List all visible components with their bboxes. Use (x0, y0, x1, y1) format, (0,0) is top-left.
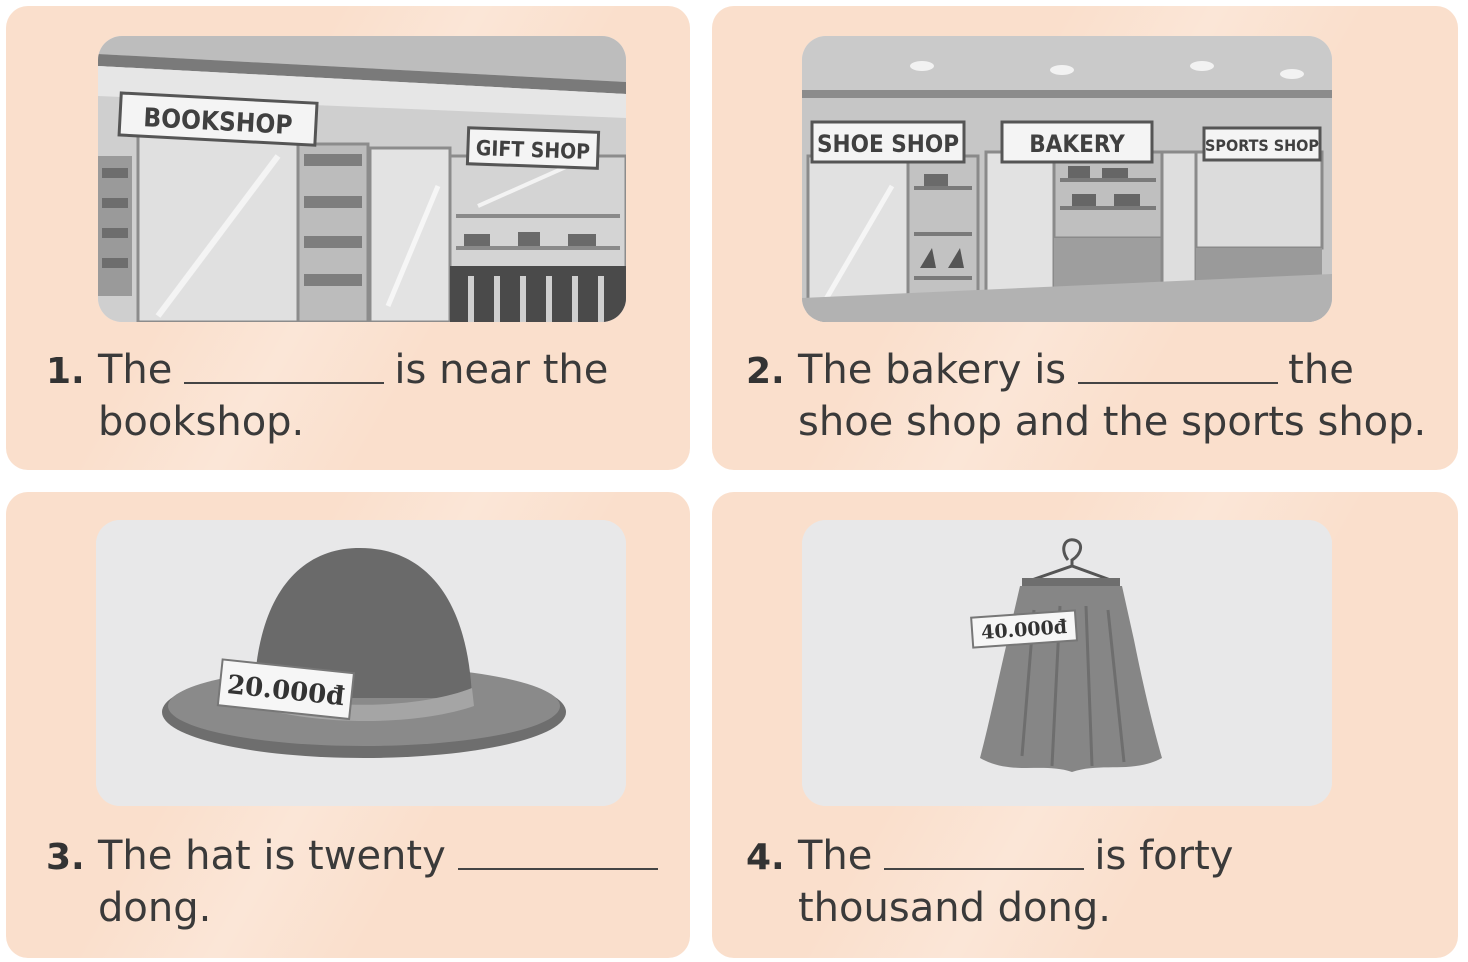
answer-blank[interactable] (884, 866, 1085, 870)
hat-image: 20.000đ (96, 520, 626, 806)
exercise-number: 4. (746, 837, 785, 878)
exercise-sentence-4: 4. The is forty thousand dong. (746, 830, 1233, 934)
answer-blank[interactable] (457, 866, 658, 870)
mall-storefront-image-2: SHOE SHOP BAKERY SPORTS SHOP (802, 36, 1332, 322)
sentence-end: dong. (98, 885, 212, 931)
exercise-number: 1. (46, 351, 85, 392)
sentence-end: thousand dong. (798, 885, 1111, 931)
exercise-number: 3. (46, 837, 85, 878)
exercise-sentence-1: 1. The is near the bookshop. (46, 344, 608, 448)
exercise-card-1: BOOKSHOP GIFT SHOP 1. The is near the book… (6, 6, 690, 470)
skirt-image: 40.000đ (802, 520, 1332, 806)
answer-blank[interactable] (1078, 380, 1279, 384)
sentence-middle: is forty (1094, 833, 1234, 879)
exercise-card-3: 20.000đ 3. The hat is twenty dong. (6, 492, 690, 958)
gift-shop-sign: GIFT SHOP (475, 136, 590, 164)
answer-blank[interactable] (184, 380, 385, 384)
sentence-start: The (798, 833, 873, 879)
exercise-card-4: 40.000đ 4. The is forty thousand dong. (712, 492, 1458, 958)
shoe-shop-sign: SHOE SHOP (817, 130, 959, 158)
exercise-sentence-2: 2. The bakery is the shoe shop and the spo… (746, 344, 1426, 448)
bakery-sign: BAKERY (1029, 130, 1125, 158)
sentence-start: The bakery is (798, 347, 1067, 393)
exercise-number: 2. (746, 351, 785, 392)
sports-shop-sign: SPORTS SHOP (1205, 136, 1319, 155)
sentence-end: shoe shop and the sports shop. (798, 399, 1427, 445)
exercise-sentence-3: 3. The hat is twenty dong. (46, 830, 668, 934)
exercise-card-2: SHOE SHOP BAKERY SPORTS SHOP 2. The baker… (712, 6, 1458, 470)
mall-storefront-image-1: BOOKSHOP GIFT SHOP (98, 36, 626, 322)
sentence-start: The (98, 347, 173, 393)
sentence-middle: is near the (394, 347, 609, 393)
sentence-start: The hat is twenty (98, 833, 446, 879)
sentence-end: bookshop. (98, 399, 305, 445)
sentence-middle: the (1288, 347, 1354, 393)
